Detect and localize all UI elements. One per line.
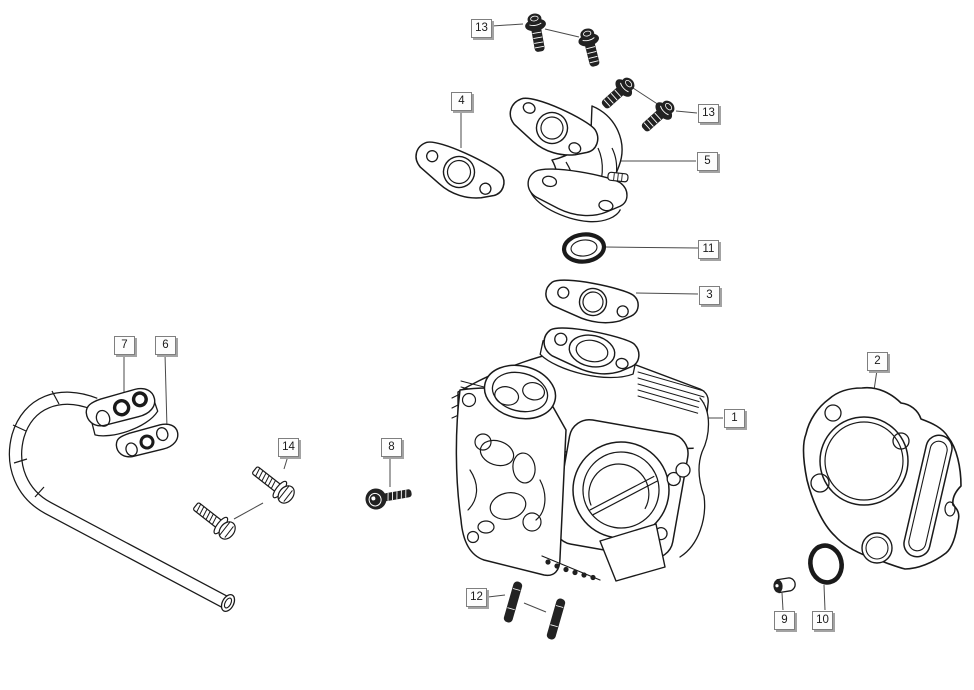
part-pipe-flange-drawing	[85, 387, 159, 437]
part-o-ring-small-drawing	[561, 232, 607, 264]
callout-6[interactable]: 6	[155, 336, 176, 355]
callout-13-top[interactable]: 13	[471, 19, 492, 38]
callout-11[interactable]: 11	[698, 240, 719, 259]
part-inlet-manifold-drawing	[509, 97, 629, 223]
callout-9[interactable]: 9	[774, 611, 795, 630]
callout-14[interactable]: 14	[278, 438, 299, 457]
callout-13-middle[interactable]: 13	[698, 104, 719, 123]
callout-8[interactable]: 8	[381, 438, 402, 457]
callout-2[interactable]: 2	[867, 352, 888, 371]
part-air-pipe-drawing	[8, 390, 236, 613]
part-hex-bolts-drawing	[188, 461, 299, 544]
part-screw-drawing	[365, 488, 412, 510]
callout-5[interactable]: 5	[697, 152, 718, 171]
part-cylinder-head-drawing	[451, 327, 710, 582]
callout-10[interactable]: 10	[812, 611, 833, 630]
leader-lines	[123, 23, 878, 613]
part-insulator-gasket-drawing	[415, 141, 505, 199]
part-pipe-gasket-drawing	[115, 423, 179, 458]
part-studs-drawing	[502, 580, 567, 641]
callout-4[interactable]: 4	[451, 92, 472, 111]
part-inlet-gasket-drawing	[545, 279, 639, 324]
callout-7[interactable]: 7	[114, 336, 135, 355]
callout-12[interactable]: 12	[466, 588, 487, 607]
callout-1[interactable]: 1	[724, 409, 745, 428]
callout-3[interactable]: 3	[699, 286, 720, 305]
part-o-ring-large-drawing	[808, 543, 844, 585]
part-head-gasket-drawing	[802, 386, 962, 570]
part-end-cap-drawing	[773, 577, 796, 594]
